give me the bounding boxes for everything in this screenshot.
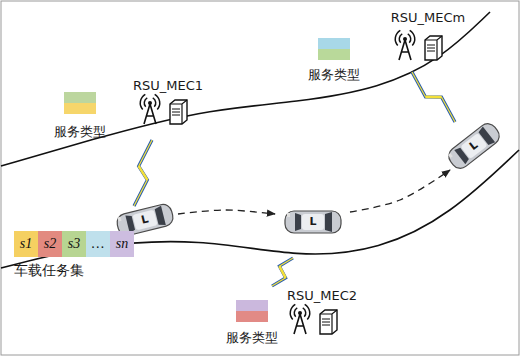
task-set-caption: 车载任务集 [14,262,84,280]
task-set: s1s2s3…sn车载任务集 [14,231,134,257]
service-label: 服务类型 [226,331,278,345]
rsu-symbol [289,304,337,334]
service-label: 服务类型 [308,68,360,82]
task-cell: … [86,231,110,257]
task-label: sn [116,236,128,252]
rsu-symbol [139,94,187,124]
rsu-name: RSU_MECm [391,11,465,25]
wireless-link [134,140,152,206]
task-label: s2 [44,236,56,252]
rsu-symbol [394,30,442,60]
wireless-link [272,258,293,286]
service-label: 服务类型 [54,125,106,139]
vehicle [285,211,341,233]
wireless-link [412,72,455,122]
road-edge [1,12,490,166]
rsu-name: RSU_MEC2 [287,289,357,303]
task-label: s1 [20,236,32,252]
rsu-name: RSU_MEC1 [133,79,203,93]
task-label: … [92,236,104,252]
service-swatch [236,300,268,322]
trajectory [178,210,275,214]
task-label: s3 [68,236,80,252]
service-swatch [64,92,96,114]
task-cell: s2 [38,231,62,257]
task-cell: s1 [14,231,38,257]
vehicle [445,120,503,172]
trajectory [350,170,450,212]
road-edge [1,150,519,268]
lidar-mark: L [309,216,316,228]
task-cell: sn [110,231,134,257]
service-swatch [318,38,350,60]
task-cell: s3 [62,231,86,257]
